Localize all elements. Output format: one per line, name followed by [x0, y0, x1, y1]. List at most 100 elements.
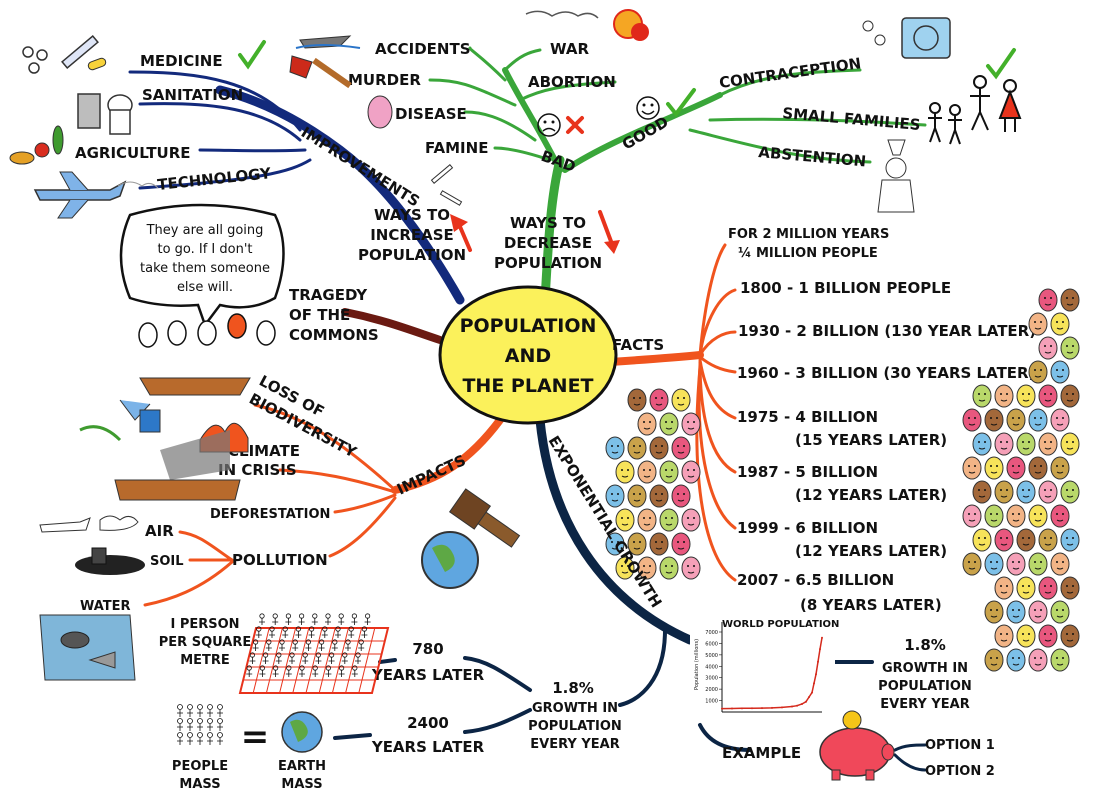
crowd-face-eye [1066, 297, 1068, 299]
crowd-face-eye [1066, 345, 1068, 347]
chart-series-points [721, 636, 823, 710]
crowd-face-mouth [1034, 327, 1042, 330]
branch-fact-8 [695, 366, 737, 582]
crowd-face-mouth [643, 571, 651, 574]
crowd-face [994, 624, 1014, 648]
crowd-face [1028, 600, 1048, 624]
center-line-1: POPULATION [460, 315, 597, 337]
grid-col-line [279, 627, 297, 694]
crowd-face-eye [990, 465, 992, 467]
crowd-face-eye [617, 445, 619, 447]
mass-person-head [197, 718, 203, 724]
plane-cloud-icon [39, 515, 139, 533]
crowd-face-eye [627, 469, 629, 471]
crowd-face [984, 504, 1004, 528]
crowd-face [962, 456, 982, 480]
crowd-face-mouth [1044, 639, 1052, 642]
branch-decrease [540, 155, 565, 305]
crowd-face-mouth [665, 427, 673, 430]
crowd-face-mouth [643, 523, 651, 526]
crowd-face-eye [655, 493, 657, 495]
speech-line-3: take them someone [140, 261, 270, 276]
crowd-face-eye [1044, 441, 1046, 443]
tragedy-line-3: COMMONS [289, 326, 379, 344]
crowd-face [1006, 504, 1026, 528]
crowd-face-eye [1040, 321, 1042, 323]
chart-point [721, 707, 723, 710]
grid-person-body [292, 644, 299, 651]
crowd-face [659, 508, 679, 532]
mass-person-body [187, 724, 193, 731]
crowd-face-mouth [1022, 591, 1030, 594]
branch-war [503, 48, 542, 72]
crowd-face [1038, 576, 1058, 600]
branch-small-families [708, 117, 927, 127]
chart-point [815, 673, 817, 676]
crowd-face-mouth [968, 471, 976, 474]
crowd-face-mouth [1034, 423, 1042, 426]
crowd-face-eye [643, 517, 645, 519]
bones-icon [430, 164, 463, 206]
crowd-face-eye [1044, 297, 1046, 299]
crowd-face [1028, 648, 1048, 672]
grid-person-head [338, 613, 344, 619]
years-780-line-2: YEARS LATER [371, 666, 485, 684]
crowd-face-mouth [621, 523, 629, 526]
crowd-face-mouth [1012, 663, 1020, 666]
crowd-face-eye [677, 493, 679, 495]
crowd-face-eye [617, 541, 619, 543]
crowd-face [984, 600, 1004, 624]
crowd-face-eye [665, 469, 667, 471]
crowd-face [1050, 504, 1070, 528]
ship-icon [295, 35, 361, 49]
branch-example [698, 723, 752, 752]
crowd-face-mouth [1022, 399, 1030, 402]
water-label: WATER [80, 599, 131, 614]
crowd-face-mouth [1022, 639, 1030, 642]
chart-y-tick-label: 3000 [705, 676, 718, 682]
crowd-face [1050, 600, 1070, 624]
crowd-face [1060, 528, 1080, 552]
crowd-face-eye [687, 517, 689, 519]
family-icon [928, 75, 1022, 145]
crowd-face-eye [984, 489, 986, 491]
crowd-face-eye [683, 445, 685, 447]
grid-person-head [292, 639, 298, 645]
crowd-face-eye [677, 445, 679, 447]
crowd-face-eye [1034, 561, 1036, 563]
crowd-face-eye [639, 541, 641, 543]
crowd-face-eye [1062, 561, 1064, 563]
crowd-face-eye [1044, 393, 1046, 395]
crowd-face-eye [996, 561, 998, 563]
crowd-left-faces-icon [605, 388, 701, 580]
crowd-face-eye [1056, 321, 1058, 323]
center-line-2: AND [505, 345, 551, 367]
crowd-face-mouth [1034, 615, 1042, 618]
crowd-face-eye [1050, 537, 1052, 539]
grid-person-body [312, 670, 319, 677]
grid-person-body [338, 670, 345, 677]
contraception-label: CONTRACEPTION [718, 54, 862, 92]
crowd-face [671, 484, 691, 508]
crowd-face-eye [627, 517, 629, 519]
crowd-face-mouth [665, 571, 673, 574]
grid-col-line [305, 627, 323, 694]
grid-person-body [272, 618, 279, 625]
crowd-face-mouth [1000, 447, 1008, 450]
crowd-face-eye [1066, 441, 1068, 443]
crowd-face-mouth [621, 475, 629, 478]
crowd-face-mouth [643, 475, 651, 478]
crowd-face [1050, 456, 1070, 480]
crowd-face [671, 388, 691, 412]
chart-point [731, 707, 733, 710]
crowd-faces-icon [138, 313, 276, 348]
decrease-label-2: DECREASE [504, 234, 592, 252]
crowd-face-mouth [1066, 495, 1074, 498]
stumps-icon [114, 479, 241, 501]
crowd-face [1028, 408, 1048, 432]
crowd-face-eye [687, 469, 689, 471]
chart-frame [690, 615, 835, 715]
crowd-face-mouth [633, 403, 641, 406]
growth-rate-line-2: GROWTH IN [532, 701, 618, 716]
oil-spill-icon [75, 547, 145, 575]
